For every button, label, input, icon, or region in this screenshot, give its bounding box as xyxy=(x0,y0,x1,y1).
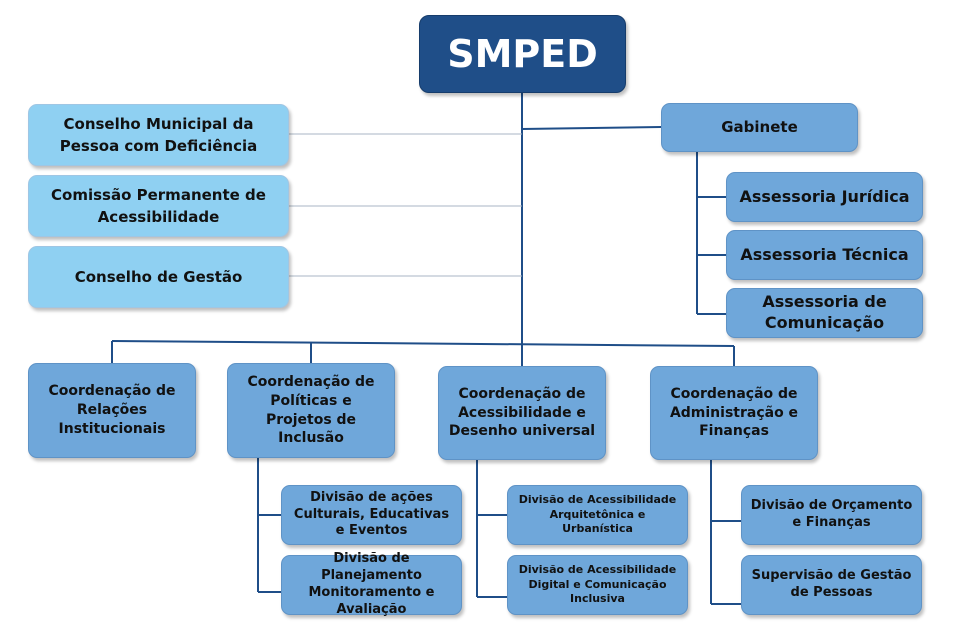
division-acoes-culturais-node: Divisão de ações Culturais, Educativas e… xyxy=(281,485,462,545)
root-label: SMPED xyxy=(447,31,598,76)
division-label: Divisão de Acessibilidade Digital e Comu… xyxy=(518,562,677,606)
assessoria-label: Assessoria Jurídica xyxy=(739,187,910,206)
coord-label: Coordenação de Relações Institucionais xyxy=(48,383,176,437)
council-node-gestao: Conselho de Gestão xyxy=(28,246,289,308)
gabinete-label: Gabinete xyxy=(721,118,798,137)
division-label: Divisão de ações Culturais, Educativas e… xyxy=(293,489,450,539)
council-label: Comissão Permanente de Acessibilidade xyxy=(51,185,266,227)
council-node-acessibilidade: Comissão Permanente de Acessibilidade xyxy=(28,175,289,237)
division-acess-arquitetonica-node: Divisão de Acessibilidade Arquitetônica … xyxy=(507,485,688,545)
assessoria-juridica-node: Assessoria Jurídica xyxy=(726,172,923,222)
coord-administracao-node: Coordenação de Administração e Finanças xyxy=(650,366,818,460)
division-label: Divisão de Planejamento Monitoramento e … xyxy=(308,551,435,617)
assessoria-label: Assessoria Técnica xyxy=(740,245,909,264)
assessoria-tecnica-node: Assessoria Técnica xyxy=(726,230,923,280)
council-label: Conselho de Gestão xyxy=(74,267,243,286)
supervisao-gestao-pessoas-node: Supervisão de Gestão de Pessoas xyxy=(741,555,922,615)
coord-acessibilidade-node: Coordenação de Acessibilidade e Desenho … xyxy=(438,366,606,460)
gabinete-node: Gabinete xyxy=(661,103,858,152)
division-label: Divisão de Acessibilidade Arquitetônica … xyxy=(518,492,677,536)
assessoria-comunicacao-node: Assessoria de Comunicação xyxy=(726,288,923,338)
assessoria-label: Assessoria de Comunicação xyxy=(762,292,887,332)
council-label: Conselho Municipal da Pessoa com Deficiê… xyxy=(59,114,258,156)
division-acess-digital-node: Divisão de Acessibilidade Digital e Comu… xyxy=(507,555,688,615)
coord-label: Coordenação de Acessibilidade e Desenho … xyxy=(448,385,596,440)
coord-label: Coordenação de Políticas e Projetos de I… xyxy=(247,373,375,447)
division-orcamento-node: Divisão de Orçamento e Finanças xyxy=(741,485,922,545)
council-node-municipal: Conselho Municipal da Pessoa com Deficiê… xyxy=(28,104,289,166)
division-label: Divisão de Orçamento e Finanças xyxy=(750,498,913,530)
coord-politicas-inclusao-node: Coordenação de Políticas e Projetos de I… xyxy=(227,363,395,458)
division-planejamento-node: Divisão de Planejamento Monitoramento e … xyxy=(281,551,462,617)
root-node-smped: SMPED xyxy=(419,15,626,93)
coord-label: Coordenação de Administração e Finanças xyxy=(669,385,799,440)
division-label: Supervisão de Gestão de Pessoas xyxy=(751,568,912,600)
coord-relacoes-institucionais-node: Coordenação de Relações Institucionais xyxy=(28,363,196,458)
